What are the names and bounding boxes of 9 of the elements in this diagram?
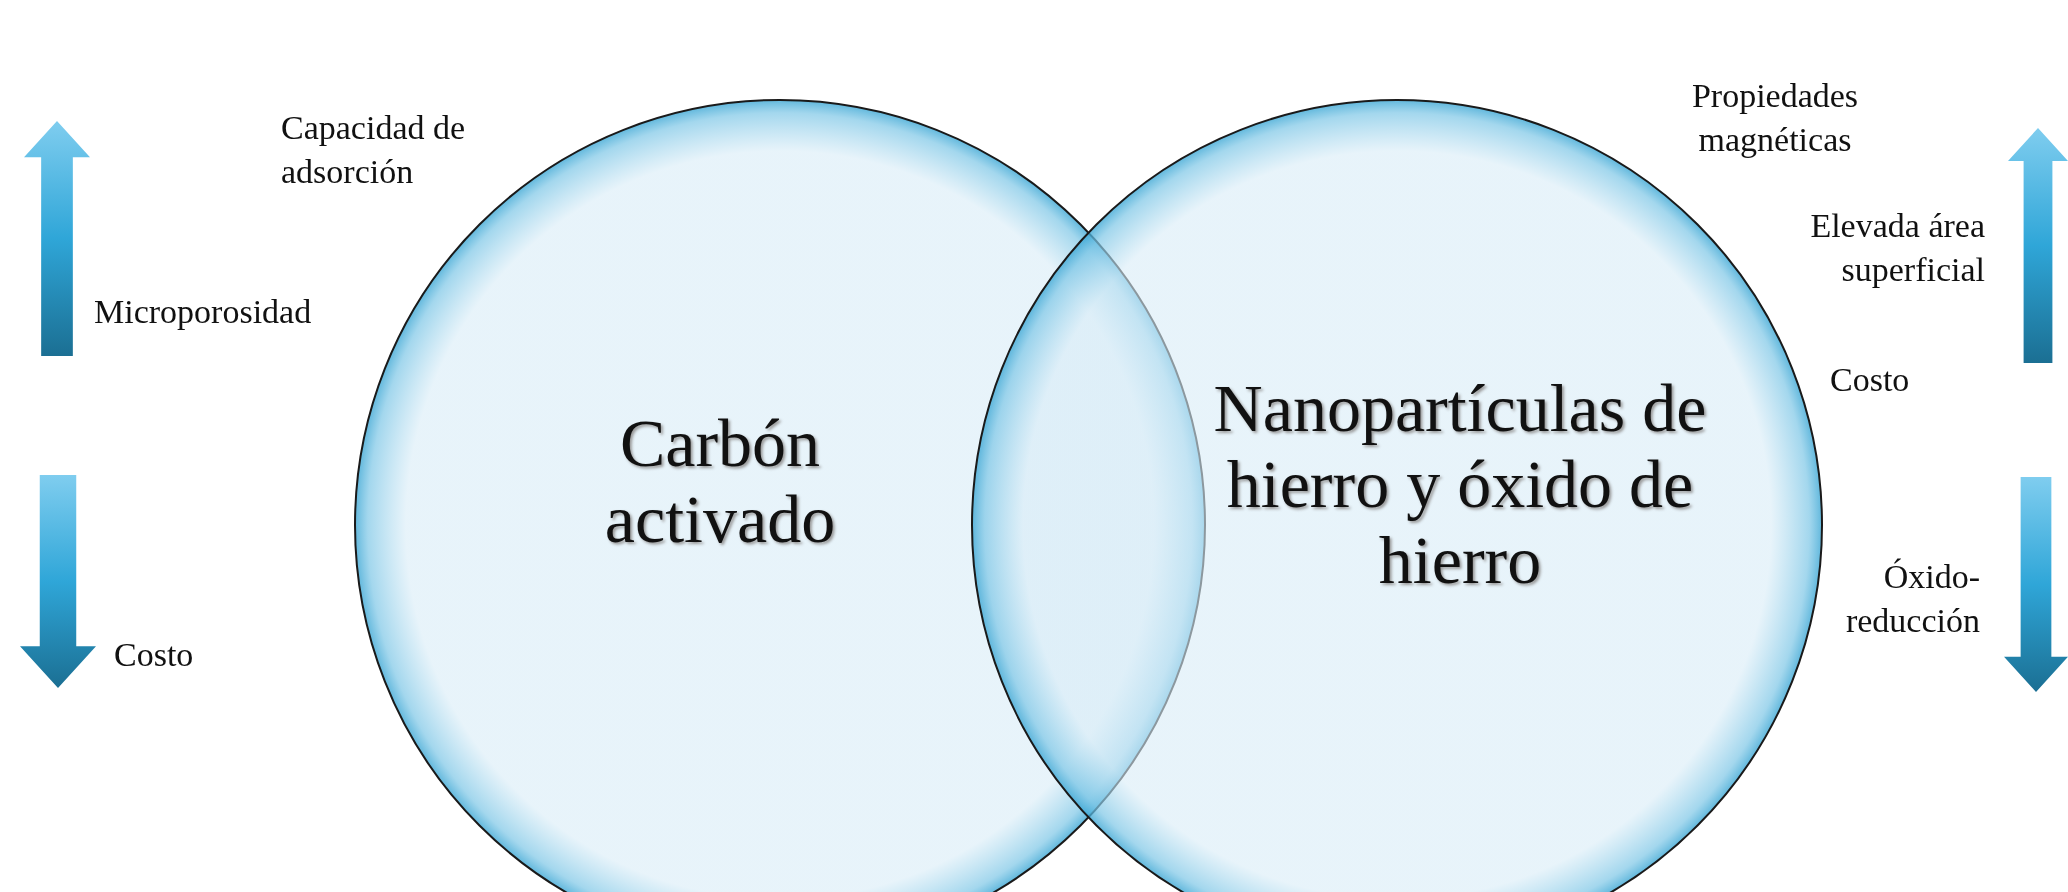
property-label: Costo	[1830, 360, 1911, 400]
property-label: Propiedades magnéticas	[1690, 76, 1860, 160]
property-label: Óxido-reducción	[1844, 557, 1980, 641]
property-label: Capacidad de adsorción	[281, 108, 467, 192]
circle-title: Carbón activado	[603, 405, 837, 557]
property-label: Microporosidad	[94, 292, 313, 332]
circle-title: Nanopartículas de hierro y óxido de hierro	[1212, 370, 1708, 598]
property-label: Costo	[114, 635, 195, 675]
property-label: Elevada área superficial	[1809, 206, 1985, 290]
